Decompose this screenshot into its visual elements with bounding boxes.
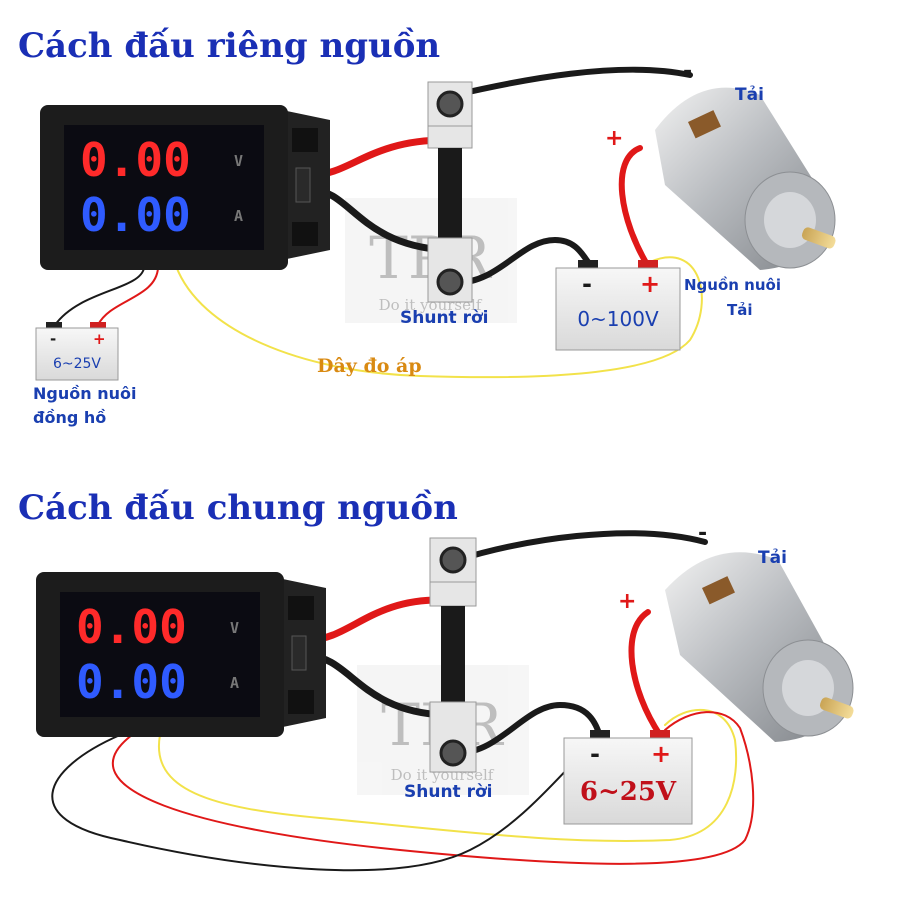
dc-motor-1 (655, 87, 836, 270)
shared-yellow-wire (157, 708, 738, 842)
meter-supply-plus: + (93, 330, 106, 348)
meter-supply-value: 6~25V (53, 356, 101, 372)
shunt-to-supply-black-wire (452, 236, 595, 286)
meter-to-shunt-red-wire (308, 136, 449, 179)
meter-supply-red-wire (97, 267, 159, 326)
shunt-label-2: Shunt rời (404, 782, 493, 802)
shunt-to-supply-black-wire-2 (455, 701, 603, 756)
motor-plus-red-wire (618, 145, 651, 269)
sense-wire-label: Dây đo áp (317, 355, 422, 377)
shunt-label-1: Shunt rời (400, 308, 489, 328)
meter-to-shunt-red-wire-2 (304, 596, 449, 644)
shunt-to-motor-black-wire (452, 66, 693, 98)
unit-v: V (234, 152, 243, 170)
dc-motor-2 (665, 552, 854, 742)
shared-red-wire (111, 711, 755, 865)
section-shared-supply: Cách đấu chung nguồn TPR Do it yourself (18, 488, 854, 872)
yellow-sense-wire (175, 256, 703, 379)
unit-v-2: V (230, 619, 239, 637)
panel-meter-1: 0.00 0.00 V A (40, 105, 330, 270)
shared-supply-plus: + (651, 740, 671, 768)
load-supply-battery: - + 0~100V (555, 260, 681, 351)
motor-plus-red-wire-2 (628, 609, 663, 738)
shared-black-wire (51, 734, 601, 872)
section1-title: Cách đấu riêng nguồn (18, 26, 440, 66)
load-label-1: Tải (735, 85, 764, 105)
section-separate-supply: Cách đấu riêng nguồn TPR Do it yourself (18, 26, 836, 427)
wires-1 (54, 66, 703, 379)
load-supply-minus: - (582, 270, 592, 298)
panel-meter-2: 0.00 0.00 V A (36, 572, 326, 737)
voltage-reading-2: 0.00 (76, 600, 187, 654)
load-supply-label-line1: Nguồn nuôi (684, 275, 781, 294)
motor-plus-2: + (618, 589, 636, 614)
load-supply-plus: + (640, 270, 660, 298)
meter-supply-minus: - (50, 330, 56, 348)
meter-supply-label-line2: đồng hồ (33, 408, 106, 427)
load-supply-label-line2: Tải (727, 301, 753, 319)
shared-supply-minus: - (590, 740, 600, 768)
load-supply-value: 0~100V (577, 307, 659, 331)
meter-supply-label-line1: Nguồn nuôi (33, 384, 136, 403)
shared-supply-value: 6~25V (580, 777, 677, 807)
unit-a-2: A (230, 674, 239, 692)
load-label-2: Tải (758, 548, 787, 568)
shunt-1 (427, 81, 473, 303)
meter-supply-battery: - + 6~25V (35, 322, 119, 381)
motor-plus-1: + (605, 126, 623, 151)
shared-supply-battery: - + 6~25V (563, 730, 693, 825)
section2-title: Cách đấu chung nguồn (18, 488, 458, 528)
current-reading-2: 0.00 (76, 655, 187, 709)
voltage-reading: 0.00 (80, 133, 191, 187)
meter-supply-black-wire (54, 267, 145, 326)
shunt-2 (429, 537, 477, 773)
shunt-to-motor-black-wire-2 (455, 530, 708, 563)
motor-minus-1: - (683, 59, 692, 84)
unit-a: A (234, 207, 243, 225)
motor-minus-2: - (698, 521, 707, 546)
current-reading: 0.00 (80, 188, 191, 242)
